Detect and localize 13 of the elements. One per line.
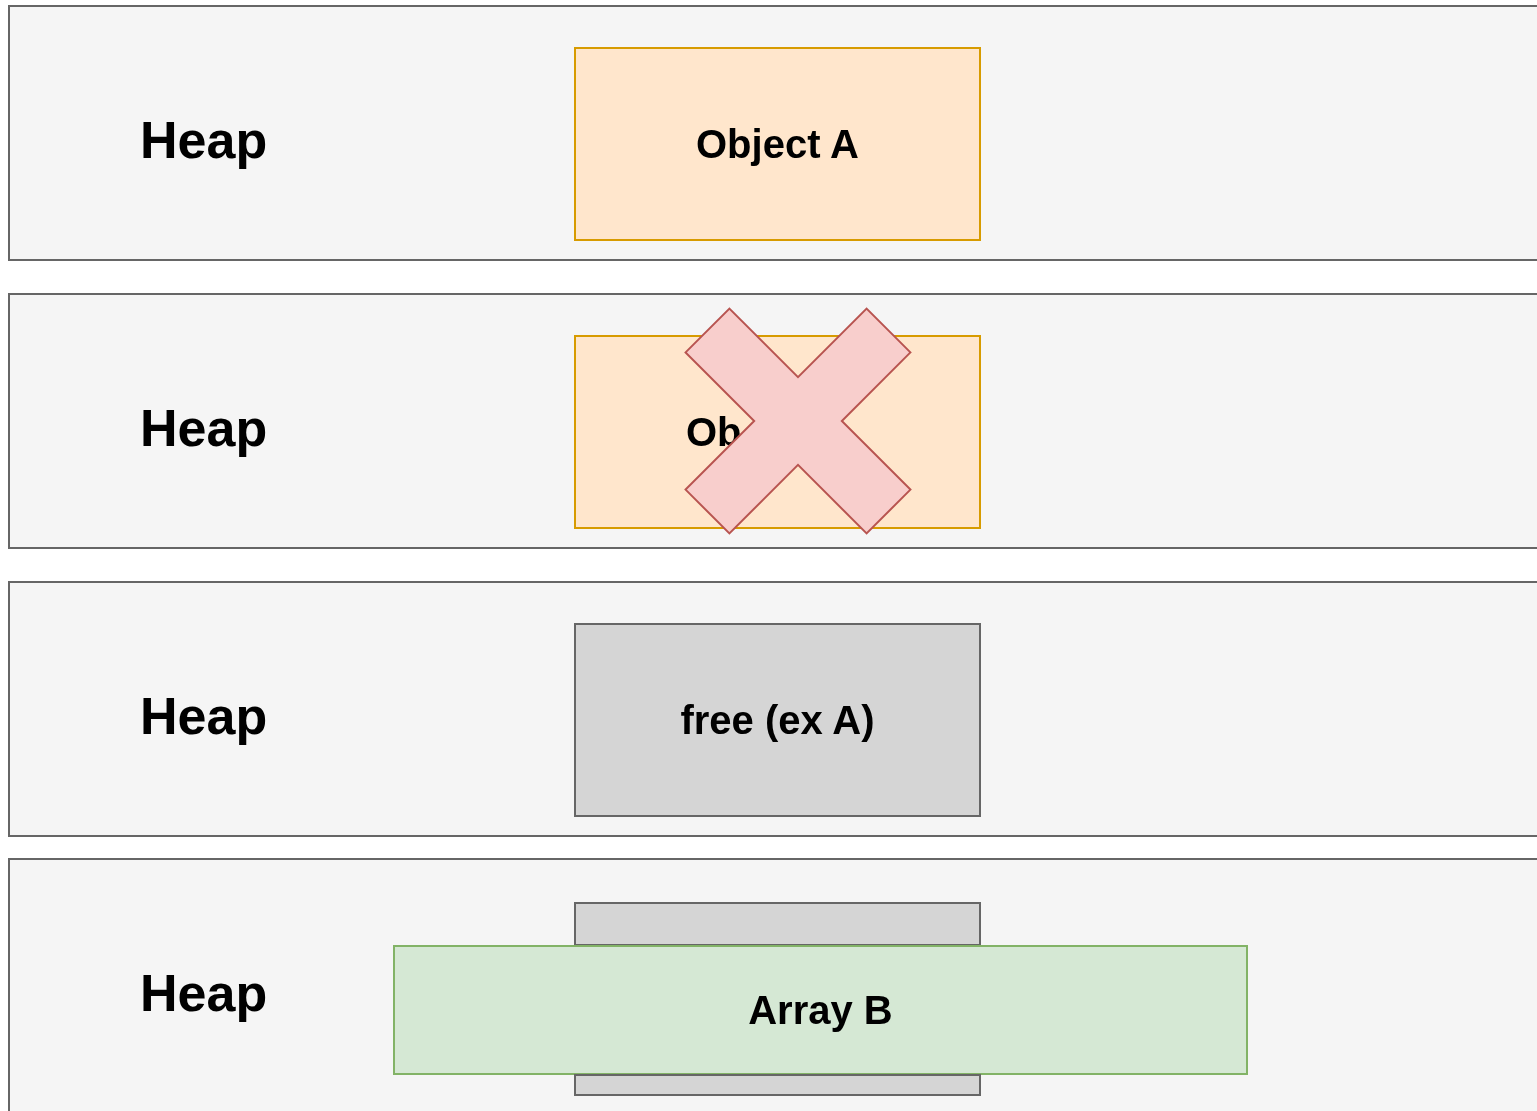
heap-label: Heap (140, 686, 268, 746)
heap-band (8, 5, 1537, 261)
memory-block: Array B (393, 945, 1248, 1075)
heap-label: Heap (140, 963, 268, 1023)
heap-band (8, 581, 1537, 837)
memory-block (574, 1074, 981, 1096)
heap-label: Heap (140, 398, 268, 458)
heap-band (8, 858, 1537, 1111)
memory-block: free (ex A) (574, 623, 981, 817)
heap-label: Heap (140, 110, 268, 170)
memory-block: Object A (574, 47, 981, 241)
memory-block (574, 902, 981, 946)
heap-band (8, 293, 1537, 549)
